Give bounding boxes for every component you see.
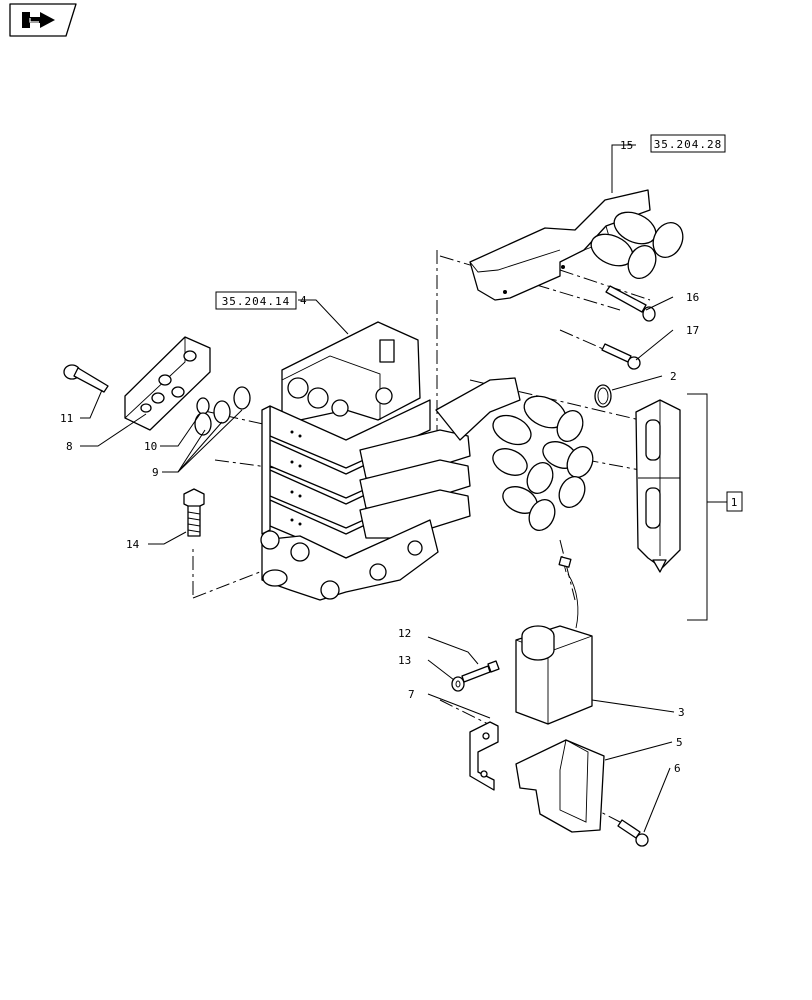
part-11-cap-screw[interactable] — [63, 364, 109, 393]
callout-6: 6 — [674, 762, 681, 775]
part-3-reservoir[interactable] — [515, 555, 593, 725]
part-10-o-ring[interactable] — [196, 397, 210, 415]
part-16-screw[interactable] — [605, 285, 656, 322]
part-14-bolt[interactable] — [183, 488, 205, 537]
nav-arrow-icon — [22, 12, 55, 28]
callout-9: 9 — [152, 466, 159, 479]
ref-box-35-204-14[interactable]: 35.204.14 — [215, 291, 297, 310]
callout-16: 16 — [686, 291, 699, 304]
part-17-screw[interactable] — [601, 343, 641, 370]
callout-8: 8 — [66, 440, 73, 453]
part-9-o-rings[interactable] — [194, 386, 251, 436]
part-12-bolt[interactable] — [461, 660, 500, 683]
callout-labels: 1 2 3 4 5 6 7 8 9 10 11 12 13 14 15 16 1… — [60, 139, 737, 775]
callout-15: 15 — [620, 139, 633, 152]
callout-17: 17 — [686, 324, 699, 337]
group-bracket-1 — [687, 393, 743, 621]
ref-label-35-204-14: 35.204.14 — [222, 295, 291, 308]
ref-box-35-204-28[interactable]: 35.204.28 — [650, 134, 726, 153]
callout-14: 14 — [126, 538, 140, 551]
part-8-flange-plate[interactable] — [124, 336, 211, 431]
part-13-washer[interactable] — [451, 676, 465, 692]
nav-button[interactable] — [9, 3, 77, 37]
callout-1: 1 — [731, 496, 738, 509]
part-15-manifold[interactable] — [469, 189, 688, 301]
part-5-strap-bracket[interactable] — [515, 739, 605, 833]
callout-4: 4 — [300, 294, 307, 307]
leader-lines — [80, 144, 675, 833]
callout-3: 3 — [678, 706, 685, 719]
callout-12: 12 — [398, 627, 411, 640]
callout-7: 7 — [408, 688, 415, 701]
ref-label-35-204-28: 35.204.28 — [654, 138, 723, 151]
callout-5: 5 — [676, 736, 683, 749]
part-4-valve-stack[interactable] — [260, 321, 598, 601]
part-1-coupler-block[interactable] — [635, 399, 681, 573]
part-2-o-ring[interactable] — [594, 384, 612, 408]
part-6-screw[interactable] — [617, 819, 649, 847]
callout-13: 13 — [398, 654, 411, 667]
callout-2: 2 — [670, 370, 677, 383]
part-7-bracket[interactable] — [469, 721, 499, 791]
callout-11: 11 — [60, 412, 73, 425]
callout-10: 10 — [144, 440, 157, 453]
